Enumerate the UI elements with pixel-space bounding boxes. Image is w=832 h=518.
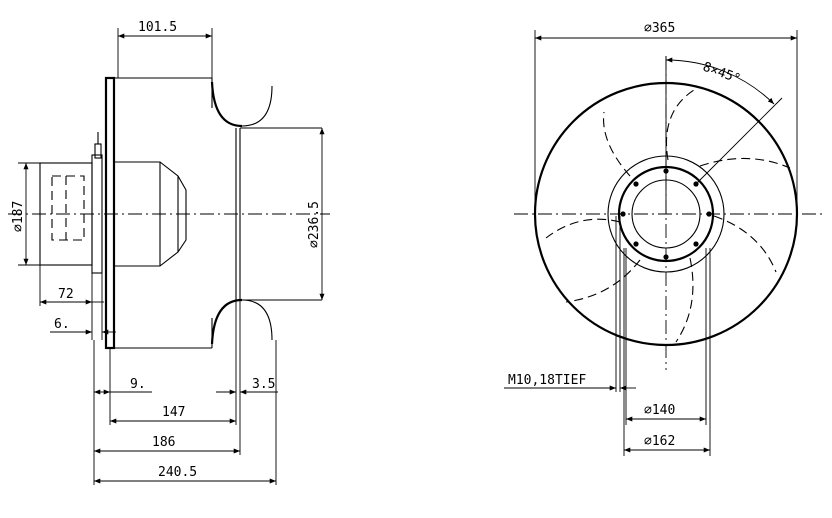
dim-gap-right-label: 3.5 — [252, 377, 275, 392]
connector-stub — [94, 143, 102, 159]
bolt-hole — [633, 241, 639, 247]
dim-bolt-circle-label: ⌀162 — [644, 434, 675, 449]
blade-curve — [699, 157, 791, 169]
blade-curve-3 — [675, 257, 694, 343]
shroud-upper-curve — [210, 81, 243, 128]
dim-overall-length-b-label: 240.5 — [158, 465, 197, 480]
hub-cone — [114, 161, 187, 267]
dim-line-4 — [695, 97, 783, 185]
dim-outer-diameter-label: ⌀365 — [644, 21, 675, 36]
dim-inner-diameter-label: ⌀140 — [644, 403, 675, 418]
bolt-hole — [706, 211, 712, 217]
backplate — [104, 76, 116, 350]
blade-curve-6 — [602, 111, 631, 177]
shroud-upper-lip — [241, 85, 273, 127]
dim-angle-label: 8×45° — [701, 60, 743, 87]
shroud-lower-lip — [241, 299, 273, 341]
bolt-hole — [620, 211, 626, 217]
blade-curve-7 — [665, 89, 695, 161]
dim-hub-diameter-label: ⌀187 — [11, 201, 26, 232]
dim-overall-length-a-label: 186 — [152, 435, 175, 450]
side-view: 101.5 ⌀187 ⌀236.5 72 6. 9. 3.5 — [8, 20, 330, 485]
dim-flange-label: 6. — [54, 317, 70, 332]
dim-top-width-label: 101.5 — [138, 20, 177, 35]
front-view: ⌀365 8×45° M10,18TIEF ⌀140 ⌀162 — [504, 21, 826, 456]
bolt-hole — [633, 181, 639, 187]
blade-curve-5 — [545, 218, 621, 239]
dim-angle-arc — [665, 57, 775, 105]
blade-curve-2 — [713, 215, 777, 273]
motor-hidden-outline — [51, 175, 85, 241]
dim-thread-label: M10,18TIEF — [508, 373, 586, 388]
dim-body-length-label: 147 — [162, 405, 185, 420]
dim-motor-length-label: 72 — [58, 287, 74, 302]
motor-flange — [91, 154, 103, 274]
bolt-hole — [663, 254, 669, 260]
bolt-holes — [620, 168, 712, 260]
blade-curve-4 — [565, 259, 641, 303]
dim-gap-left-label: 9. — [130, 377, 146, 392]
dim-inlet-diameter-label: ⌀236.5 — [307, 201, 322, 248]
impeller-blades — [545, 89, 791, 343]
bolt-hole — [693, 241, 699, 247]
shroud-lower-curve — [210, 298, 243, 345]
